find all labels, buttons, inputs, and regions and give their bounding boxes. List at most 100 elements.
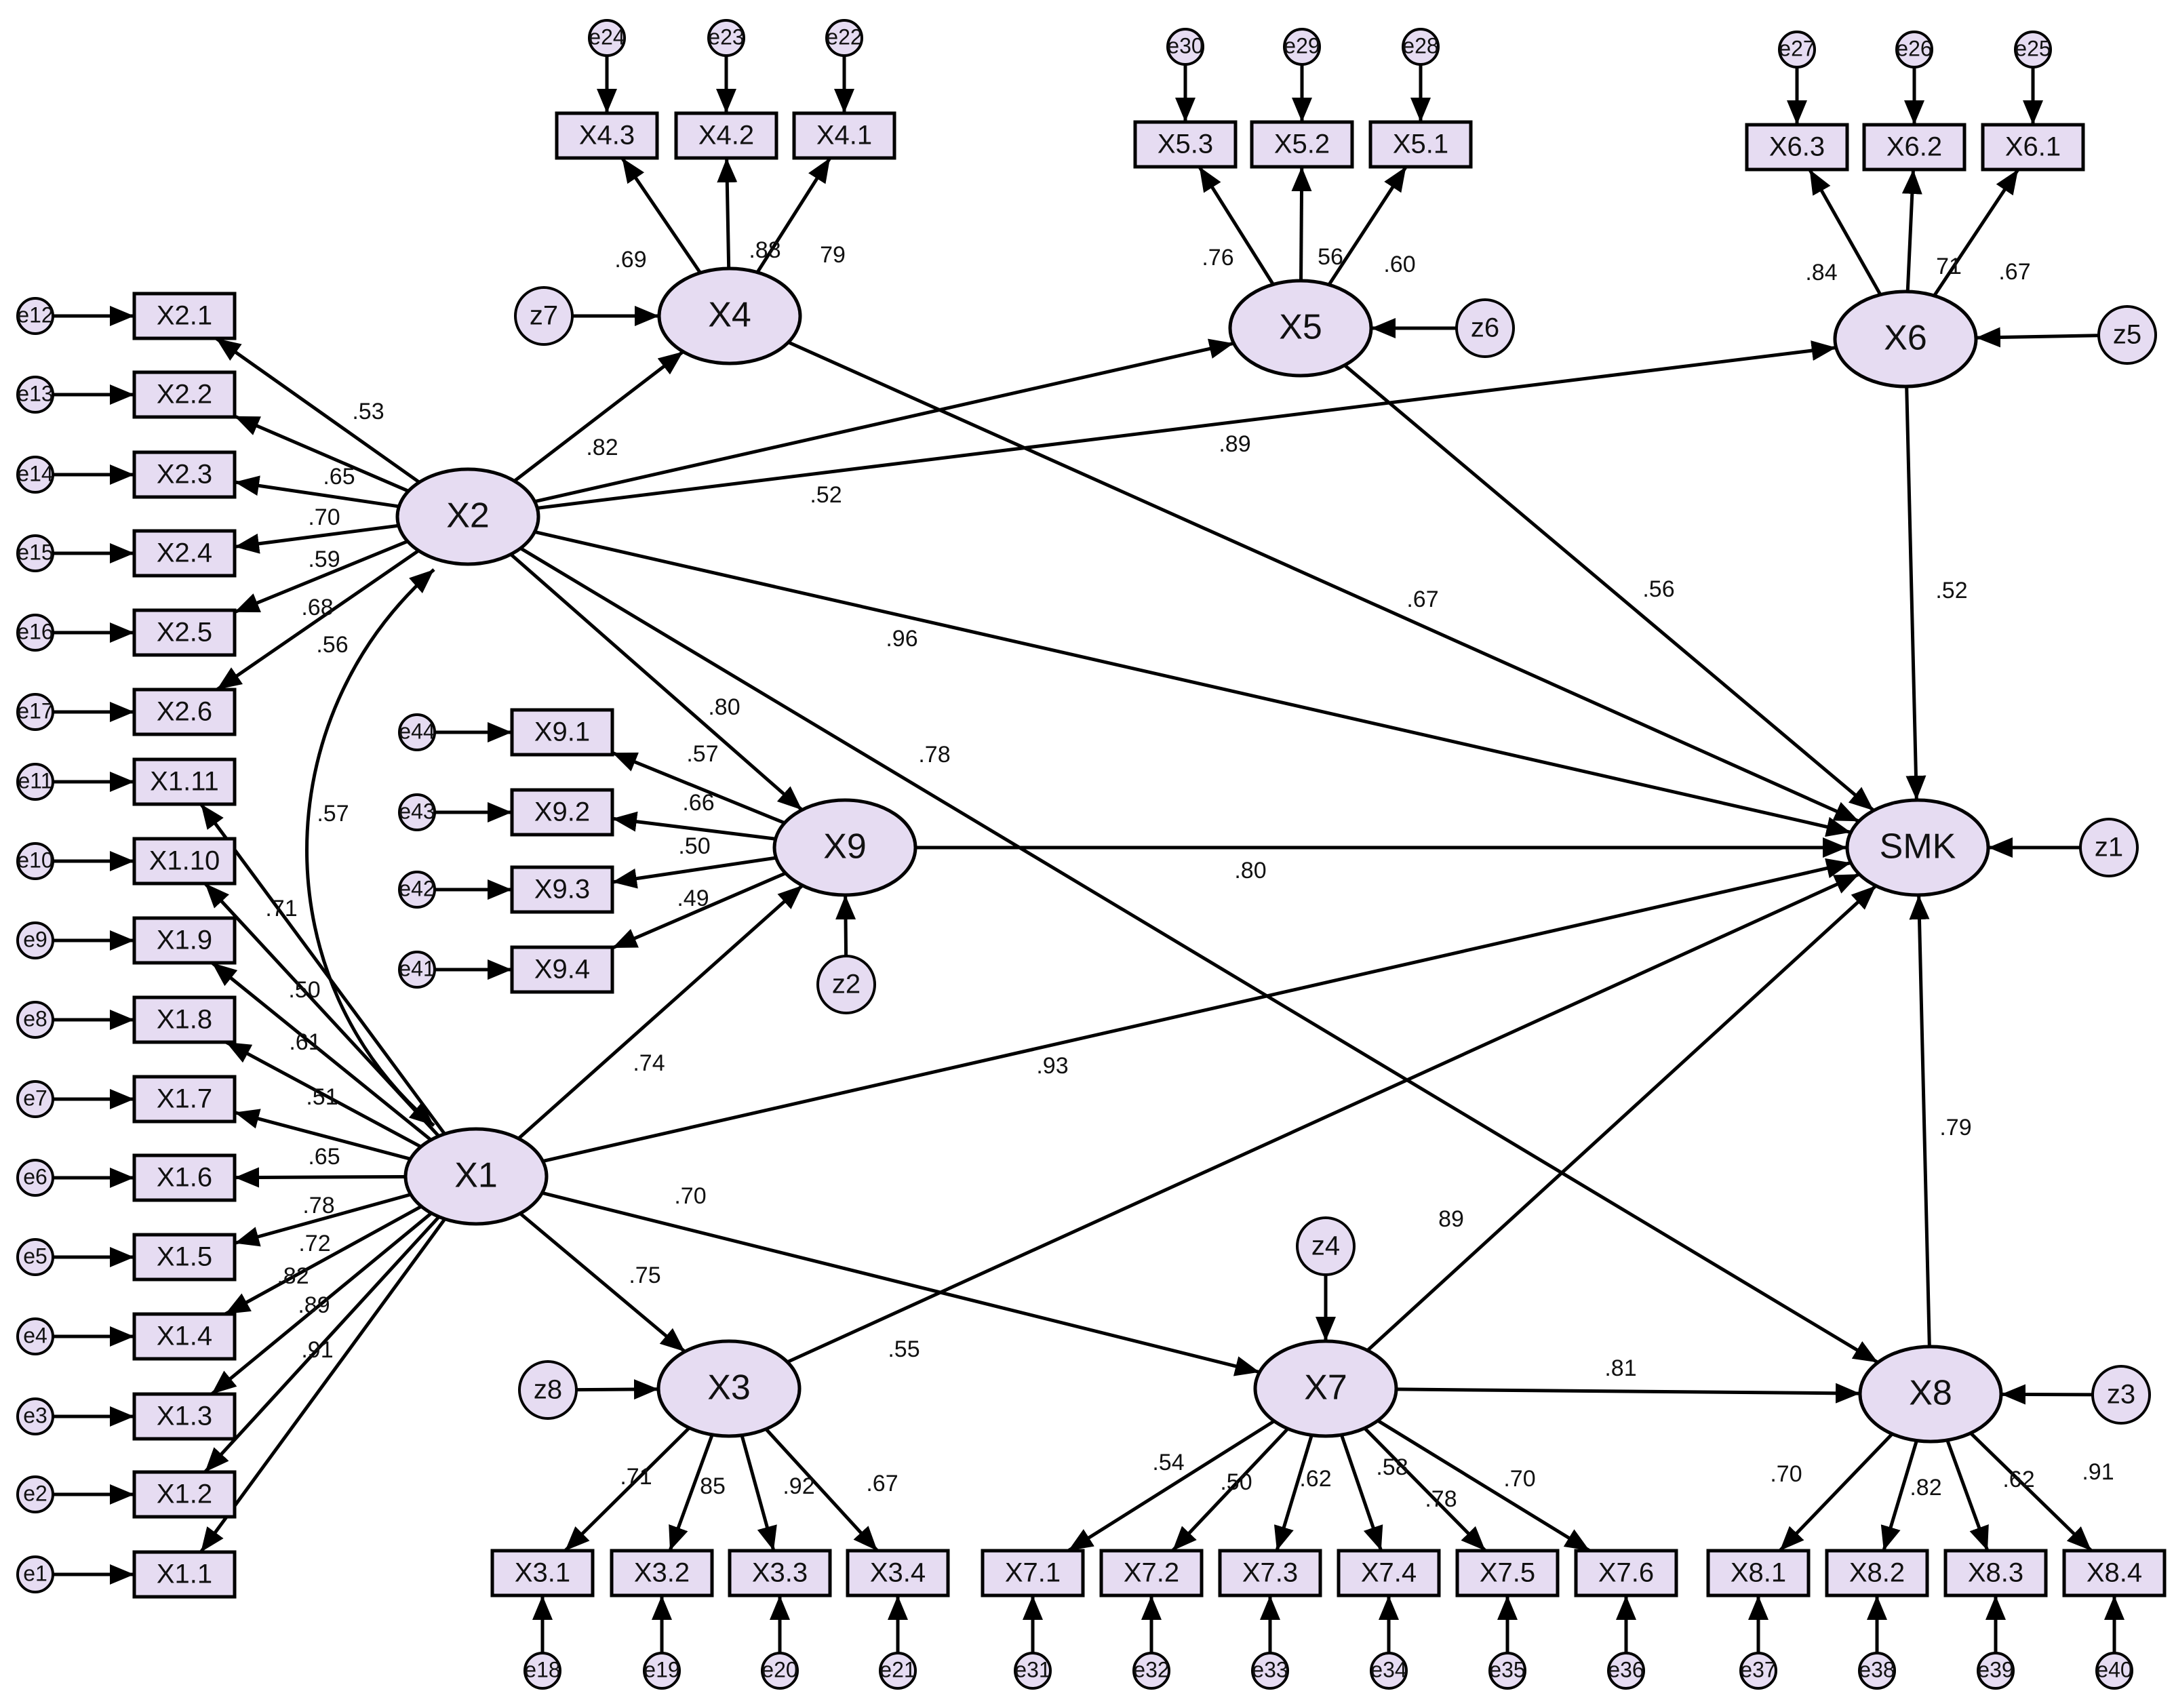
indicator-label-x1-1: X1.1 xyxy=(157,1560,212,1589)
indicator-label-x8-4: X8.4 xyxy=(2087,1558,2142,1588)
error-e18 xyxy=(523,1652,561,1690)
error-e10 xyxy=(16,842,54,880)
loading-weight-x4-1: 79 xyxy=(820,242,846,268)
indicator-label-x6-3: X6.3 xyxy=(1769,132,1825,162)
indicator-x3-1 xyxy=(490,1549,595,1597)
latent-x8 xyxy=(1858,1345,2003,1444)
error-e35 xyxy=(1488,1652,1526,1690)
error-e8 xyxy=(16,1001,54,1039)
loading-arrow-x6-x6-1 xyxy=(1933,168,2020,297)
indicator-x1-6 xyxy=(132,1153,237,1202)
path-arrow-x2-smk xyxy=(534,530,1852,837)
indicator-label-x1-10: X1.10 xyxy=(149,846,220,876)
path-arrow-x1-x3 xyxy=(519,1212,686,1353)
indicator-x4-1 xyxy=(792,111,896,160)
indicator-label-x1-8: X1.8 xyxy=(157,1005,212,1035)
error-e30 xyxy=(1166,28,1204,66)
indicator-label-x7-6: X7.6 xyxy=(1598,1558,1654,1588)
indicator-x7-6 xyxy=(1574,1549,1678,1597)
indicator-x4-3 xyxy=(555,111,659,160)
error-e2 xyxy=(16,1475,54,1513)
loading-weight-x7-6: .70 xyxy=(1503,1466,1535,1492)
indicator-x7-2 xyxy=(1099,1549,1204,1597)
error-e26 xyxy=(1895,31,1933,68)
indicator-label-x9-3: X9.3 xyxy=(534,875,590,905)
error-e9 xyxy=(16,921,54,959)
indicator-x2-3 xyxy=(132,450,237,499)
loading-arrow-x2-x2-5 xyxy=(234,540,409,614)
error-label-e37: e37 xyxy=(1740,1657,1776,1682)
loading-arrow-x7-x7-5 xyxy=(1363,1427,1487,1552)
loading-weight-x1-4: .72 xyxy=(298,1231,330,1256)
path-arrow-x4-smk xyxy=(787,340,1860,823)
error-label-e9: e9 xyxy=(23,927,47,951)
path-arrow-x1-x7 xyxy=(541,1191,1261,1376)
error-label-e15: e15 xyxy=(17,540,53,564)
loading-weight-x9-2: .66 xyxy=(682,790,714,816)
loading-arrow-x3-x3-2 xyxy=(668,1434,714,1551)
indicator-label-x2-5: X2.5 xyxy=(157,618,212,648)
error-e24 xyxy=(588,19,626,57)
indicator-label-x9-2: X9.2 xyxy=(534,797,590,827)
residual-label-z2: z2 xyxy=(832,970,861,999)
indicator-label-x4-3: X4.3 xyxy=(579,121,635,151)
latent-label-x8: X8 xyxy=(1909,1374,1952,1413)
path-weight-x2-x9: .80 xyxy=(708,694,740,720)
loading-weight-x3-2: 85 xyxy=(700,1473,726,1499)
loading-arrow-x2-x2-3 xyxy=(234,475,399,509)
error-label-e24: e24 xyxy=(589,24,625,49)
indicator-label-x1-3: X1.3 xyxy=(157,1402,212,1431)
residual-z5 xyxy=(2097,305,2157,365)
indicator-x1-1 xyxy=(132,1550,237,1599)
indicator-label-x2-1: X2.1 xyxy=(157,301,212,331)
loading-weight-x7-3: .62 xyxy=(1299,1466,1331,1492)
latent-label-smk: SMK xyxy=(1880,827,1956,867)
error-label-e34: e34 xyxy=(1370,1657,1406,1682)
loading-arrow-x1-x1-6 xyxy=(234,1167,406,1188)
error-label-e12: e12 xyxy=(17,302,53,327)
weights-layer: .53.65.70.59.68.56.71.50.61.51.65.78.72.… xyxy=(265,237,2114,1512)
error-e27 xyxy=(1778,31,1816,68)
error-label-e31: e31 xyxy=(1014,1657,1050,1682)
loading-arrow-x7-x7-2 xyxy=(1171,1427,1290,1552)
error-label-e18: e18 xyxy=(524,1657,560,1682)
loading-weight-x3-3: .92 xyxy=(783,1473,814,1499)
path-arrow-x2-x6 xyxy=(536,340,1837,510)
path-arrow-x2-x8 xyxy=(519,547,1879,1364)
residual-arrow-z8 xyxy=(576,1379,659,1400)
loading-arrow-x2-x2-4 xyxy=(234,523,399,554)
loading-arrow-x1-x1-4 xyxy=(224,1205,422,1316)
indicator-x8-2 xyxy=(1825,1549,1929,1597)
path-weight-x1-x7: .70 xyxy=(674,1183,706,1209)
indicator-label-x6-2: X6.2 xyxy=(1886,132,1942,162)
indicator-x7-1 xyxy=(981,1549,1085,1597)
error-e28 xyxy=(1402,28,1440,66)
indicator-label-x5-1: X5.1 xyxy=(1393,130,1448,159)
indicator-x7-4 xyxy=(1337,1549,1441,1597)
loading-arrow-x1-x1-1 xyxy=(199,1218,447,1553)
indicator-x4-2 xyxy=(674,111,778,160)
indicator-x5-2 xyxy=(1250,120,1354,169)
indicator-x1-8 xyxy=(132,995,237,1044)
error-e42 xyxy=(398,871,436,909)
latent-x7 xyxy=(1253,1339,1398,1438)
latent-label-x9: X9 xyxy=(823,827,867,867)
loading-arrow-x5-x5-3 xyxy=(1198,165,1275,285)
latent-x1 xyxy=(403,1127,549,1226)
path-weight-x1-smk: .93 xyxy=(1036,1053,1068,1079)
path-weight-x3-smk: .55 xyxy=(888,1336,920,1362)
loading-arrow-x2-x2-1 xyxy=(215,336,420,484)
indicator-label-x2-3: X2.3 xyxy=(157,460,212,490)
error-e19 xyxy=(643,1652,681,1690)
indicator-label-x4-2: X4.2 xyxy=(698,121,754,151)
error-e41 xyxy=(398,951,436,989)
error-label-e27: e27 xyxy=(1779,36,1815,60)
indicator-x9-2 xyxy=(510,788,614,837)
error-e7 xyxy=(16,1080,54,1118)
indicator-x6-3 xyxy=(1745,123,1849,172)
error-e43 xyxy=(398,793,436,831)
latent-label-x2: X2 xyxy=(446,496,490,536)
loading-weight-x2-2: .65 xyxy=(323,464,355,490)
